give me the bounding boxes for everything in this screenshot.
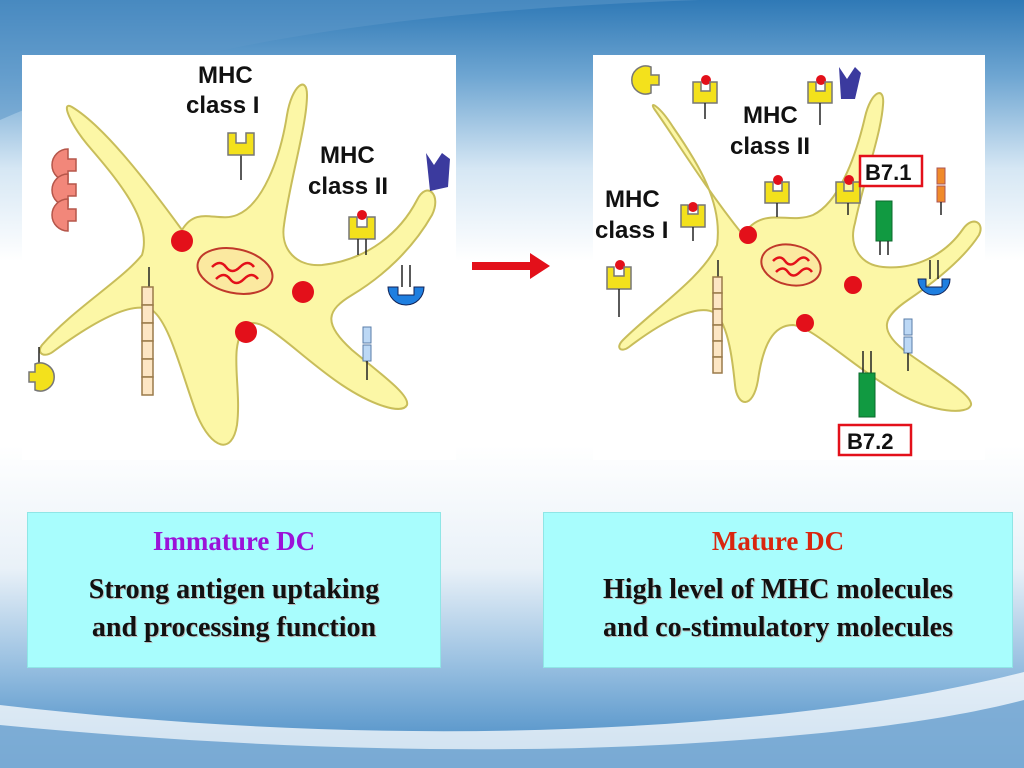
light-blue-receptor	[362, 326, 372, 380]
mhc-class-i-molecule	[227, 132, 255, 180]
transition-arrow	[472, 253, 550, 279]
yellow-receptor	[631, 65, 660, 95]
b7-2-label-box	[837, 423, 913, 457]
mhc-molecule	[680, 202, 706, 241]
mhc-molecule	[807, 75, 833, 125]
immature-dc-line-2: and processing function	[91, 612, 377, 643]
immature-dc-diagram: MHC class I MHC class II	[22, 55, 456, 460]
mhc-molecule	[764, 175, 790, 217]
mature-dc-line-2: and co-stimulatory molecules	[603, 612, 953, 643]
mature-dc-caption: Mature DC High level of MHC molecules an…	[544, 513, 1012, 667]
purple-receptor	[426, 153, 450, 191]
pink-receptor	[51, 148, 77, 232]
mature-dc-title: Mature DC	[711, 526, 845, 556]
label-mhc-class-i-line1: MHC	[198, 62, 253, 89]
mhc-molecule	[692, 75, 718, 119]
blue-receptor	[387, 265, 425, 306]
label-mhc-class-i-line1: MHC	[605, 186, 660, 213]
b7-2-molecule	[858, 351, 876, 418]
label-mhc-class-ii-line1: MHC	[743, 102, 798, 129]
mature-dc-description: High level of MHC molecules and co-stimu…	[544, 571, 1012, 647]
label-mhc-class-i-line2: class I	[186, 92, 259, 119]
mature-dc-line-1: High level of MHC molecules	[603, 574, 953, 605]
granule	[235, 321, 257, 343]
granule	[844, 276, 862, 294]
granule	[292, 281, 314, 303]
immature-dc-caption: Immature DC Strong antigen uptaking and …	[28, 513, 440, 667]
immature-dc-title: Immature DC	[152, 526, 316, 556]
orange-receptor	[936, 167, 946, 215]
b7-1-molecule	[875, 200, 893, 255]
label-mhc-class-ii-line2: class II	[308, 173, 388, 200]
mhc-molecule	[606, 260, 632, 317]
segmented-receptor	[712, 260, 723, 374]
blue-receptor	[917, 260, 951, 296]
mature-dc-diagram: MHC class II MHC class I B7.1 B7.2	[593, 55, 985, 460]
label-mhc-class-i-line2: class I	[595, 217, 668, 244]
segmented-receptor	[141, 267, 154, 396]
immature-dc-description: Strong antigen uptaking and processing f…	[28, 571, 440, 647]
immature-dc-line-1: Strong antigen uptaking	[88, 574, 380, 605]
label-mhc-class-ii-line1: MHC	[320, 142, 375, 169]
light-blue-receptor	[903, 318, 913, 371]
granule	[796, 314, 814, 332]
label-mhc-class-ii-line2: class II	[730, 133, 810, 160]
mhc-molecule	[835, 175, 861, 215]
purple-receptor	[839, 67, 861, 99]
b7-1-label-box	[858, 154, 924, 188]
label-b7-1: B7.1	[865, 160, 911, 185]
yellow-receptor	[28, 347, 55, 392]
granule	[171, 230, 193, 252]
mhc-class-ii-molecule	[348, 210, 376, 255]
granule	[739, 226, 757, 244]
label-b7-2: B7.2	[847, 429, 893, 454]
